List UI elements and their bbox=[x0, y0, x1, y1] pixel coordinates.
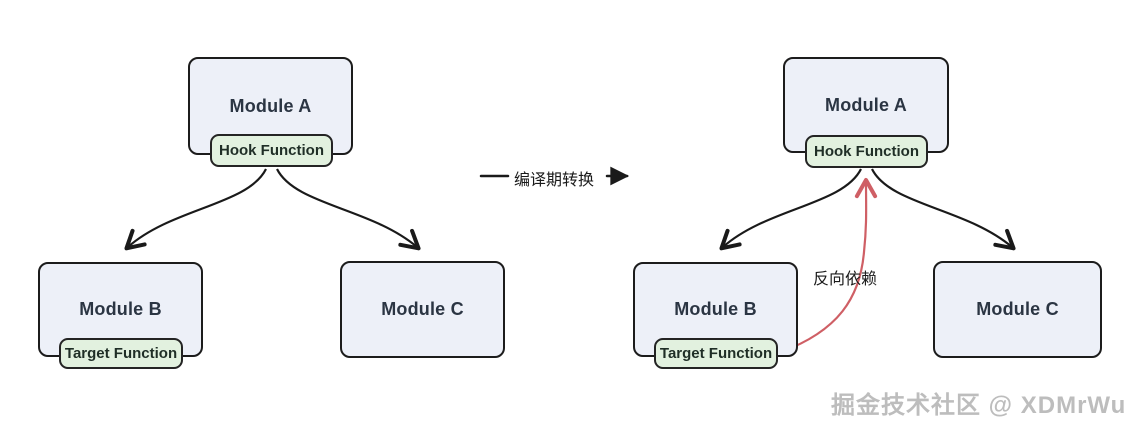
module-a-label-before: Module A bbox=[229, 95, 312, 116]
module-b-label-after: Module B bbox=[674, 299, 757, 319]
target-function-label-after: Target Function bbox=[659, 345, 773, 362]
module-b-label-before: Module B bbox=[79, 299, 162, 319]
edge-hook-to-b-after bbox=[719, 168, 862, 251]
module-a-label-after: Module A bbox=[825, 94, 907, 115]
hook-function-badge-before: Hook Function bbox=[210, 134, 333, 167]
module-c-box-after: Module C bbox=[933, 261, 1102, 358]
hook-function-badge-after: Hook Function bbox=[805, 135, 928, 168]
target-function-badge-after: Target Function bbox=[654, 338, 778, 369]
edge-hook-to-c-after bbox=[871, 168, 1016, 251]
hook-function-label-before: Hook Function bbox=[219, 142, 324, 159]
module-c-label-after: Module C bbox=[976, 299, 1059, 319]
reverse-dependency-label: 反向依赖 bbox=[813, 271, 878, 288]
module-c-box-before: Module C bbox=[340, 261, 505, 358]
module-c-label-before: Module C bbox=[381, 299, 464, 319]
watermark: 掘金技术社区 @ XDMrWu bbox=[831, 392, 1127, 419]
target-function-badge-before: Target Function bbox=[59, 338, 183, 369]
edge-hook-to-b-before bbox=[124, 168, 267, 251]
hook-function-label-after: Hook Function bbox=[814, 143, 919, 160]
edge-hook-to-c-before bbox=[276, 168, 421, 251]
transform-label: 编译期转换 bbox=[514, 172, 595, 189]
target-function-label-before: Target Function bbox=[64, 345, 178, 362]
